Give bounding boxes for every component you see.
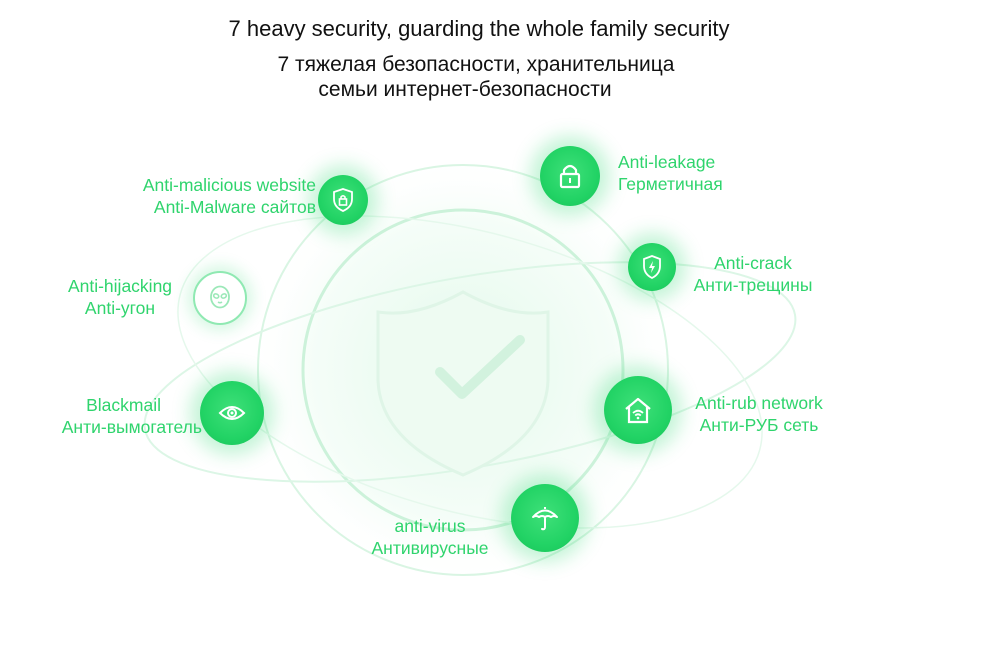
house-wifi-icon bbox=[625, 397, 651, 424]
feature-label-en: Blackmail bbox=[86, 395, 161, 415]
feature-label-blackmail: Blackmail Анти-вымогатель bbox=[62, 394, 202, 438]
feature-label-ru: Анти-РУБ сеть bbox=[699, 415, 819, 435]
feature-label-ru: Герметичная bbox=[618, 174, 723, 194]
feature-node-anti-hijacking[interactable] bbox=[193, 271, 247, 325]
feature-label-anti-rub-network: Anti-rub network Анти-РУБ сеть bbox=[678, 392, 840, 436]
feature-label-ru: Антивирусные bbox=[371, 538, 489, 558]
feature-label-ru: Анти-трещины bbox=[693, 275, 813, 295]
feature-label-en: Anti-crack bbox=[714, 253, 792, 273]
feature-label-anti-malicious: Anti-malicious website Anti-Malware сайт… bbox=[143, 174, 316, 218]
orbit-ellipse bbox=[143, 261, 797, 483]
feature-label-anti-hijacking: Anti-hijacking Anti-угон bbox=[50, 275, 190, 319]
feature-node-anti-malicious[interactable] bbox=[318, 175, 368, 225]
feature-label-en: Anti-hijacking bbox=[67, 276, 173, 296]
feature-label-anti-virus: anti-virus Антивирусные bbox=[352, 515, 508, 559]
shield-lock-icon bbox=[333, 188, 353, 212]
feature-node-blackmail[interactable] bbox=[200, 381, 264, 445]
headline-russian-line-1: 7 тяжелая безопасности, хранительница bbox=[277, 53, 675, 76]
feature-label-ru: Анти-вымогатель bbox=[61, 417, 202, 437]
checkmark-icon bbox=[435, 335, 525, 399]
feature-label-en: Anti-rub network bbox=[695, 393, 823, 413]
umbrella-icon bbox=[532, 507, 558, 531]
orbit-ellipse-2 bbox=[177, 215, 763, 529]
eye-icon bbox=[218, 406, 246, 420]
feature-node-anti-rub-network[interactable] bbox=[604, 376, 672, 444]
feature-label-ru: Anti-Malware сайтов bbox=[153, 197, 316, 217]
feature-label-en: Anti-leakage bbox=[618, 152, 716, 172]
feature-label-en: Anti-malicious website bbox=[142, 175, 316, 195]
central-shield-icon bbox=[376, 290, 550, 477]
feature-node-anti-leakage[interactable] bbox=[540, 146, 600, 206]
alien-face-icon bbox=[210, 285, 230, 309]
headline-english: 7 heavy security, guarding the whole fam… bbox=[228, 16, 730, 41]
padlock-icon bbox=[559, 164, 581, 189]
inner-ring bbox=[301, 208, 625, 532]
headline-russian-line-2: семьи интернет-безопасности bbox=[318, 78, 612, 101]
outer-ring bbox=[257, 164, 669, 576]
feature-node-anti-crack[interactable] bbox=[628, 243, 676, 291]
feature-label-en: anti-virus bbox=[394, 516, 466, 536]
feature-node-anti-virus[interactable] bbox=[511, 484, 579, 552]
shield-lightning-icon bbox=[643, 255, 661, 279]
feature-label-anti-crack: Anti-crack Анти-трещины bbox=[680, 252, 826, 296]
feature-label-anti-leakage: Anti-leakage Герметичная bbox=[618, 151, 723, 195]
feature-label-ru: Anti-угон bbox=[84, 298, 156, 318]
